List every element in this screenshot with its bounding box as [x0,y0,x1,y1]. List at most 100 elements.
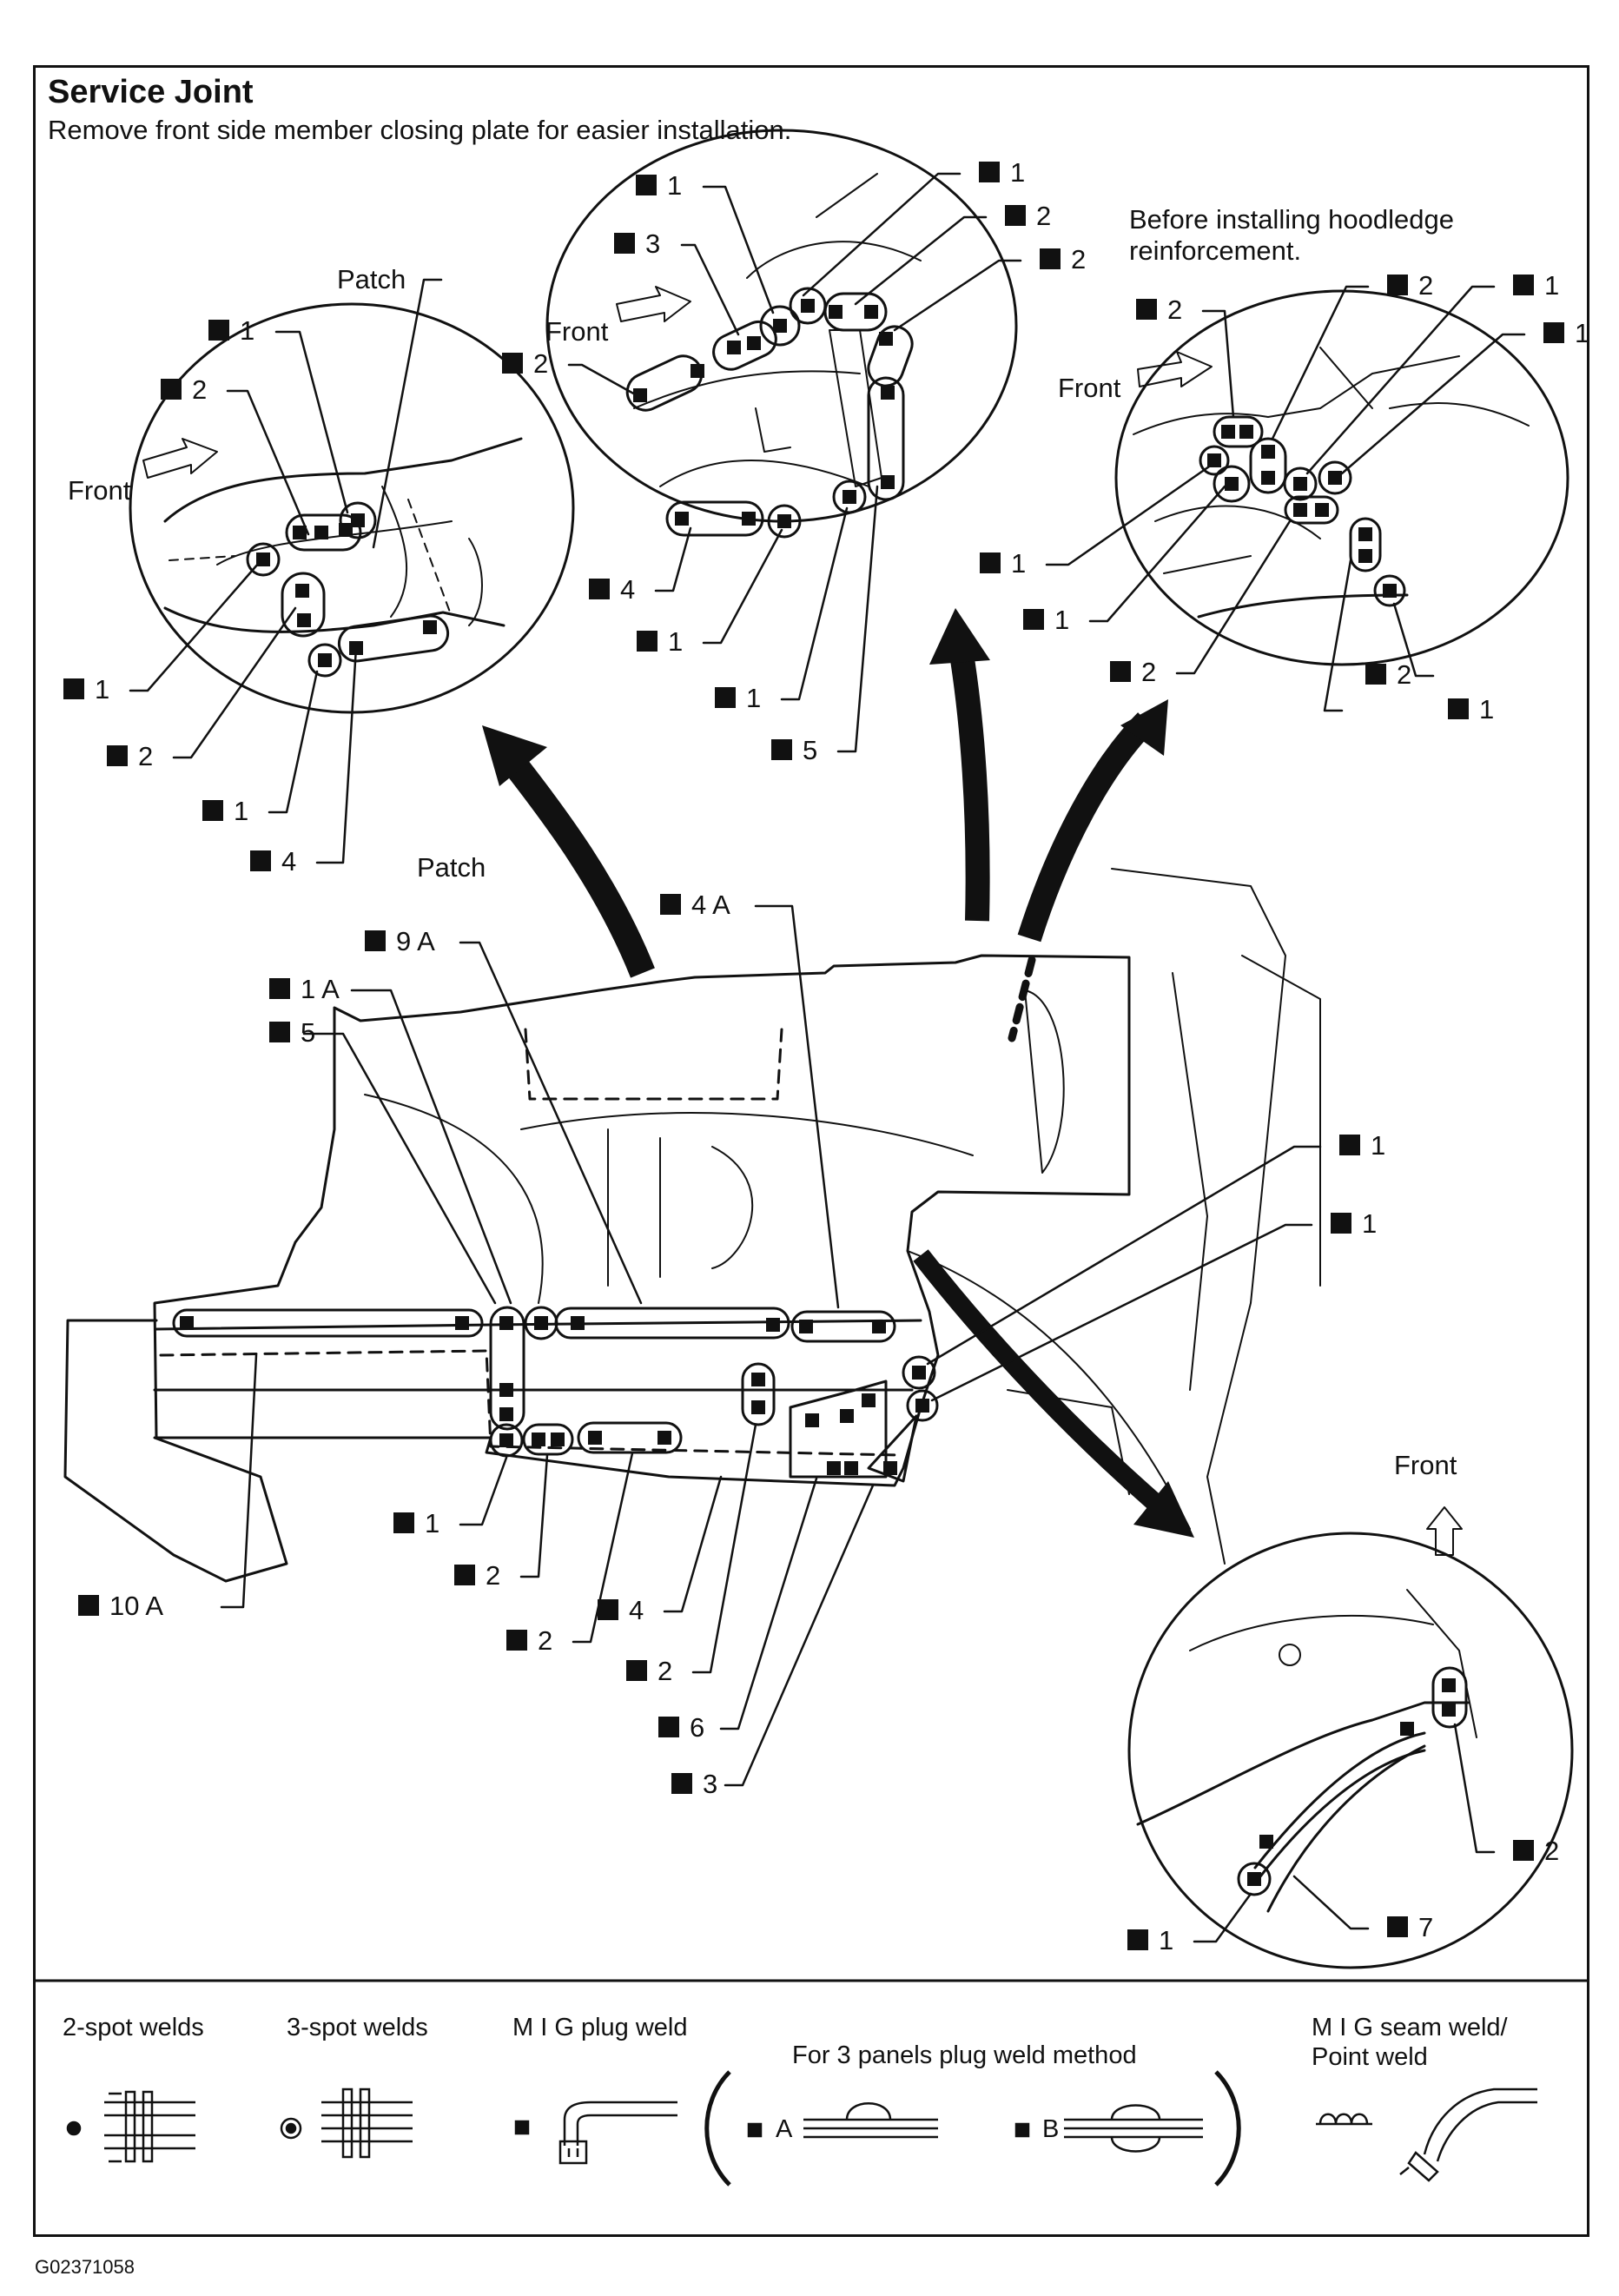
weld-point-icon [499,1383,513,1397]
weld-point-icon [879,332,893,346]
weld-square-icon [1513,275,1534,295]
weld-point-icon [1293,503,1307,517]
weld-point-icon [534,1316,548,1330]
label-front-left: Front [68,475,131,506]
legend-three-panel: For 3 panels plug weld method [792,2041,1137,2069]
weld-point-icon [751,1373,765,1386]
legend-seam-line1: M I G seam weld/ [1312,2014,1508,2041]
mig-plug-torch-icon [558,2101,677,2165]
callout-number: 2 [538,1625,552,1656]
weld-point-icon [1239,425,1253,439]
hoodledge-note-line2: reinforcement. [1129,235,1302,266]
weld-square-icon [63,678,84,699]
figure-id: G02371058 [35,2256,135,2278]
weld-point-icon [1247,1872,1261,1886]
weld-point-icon [339,523,353,537]
weld-square-icon [660,894,681,915]
weld-square-icon [107,745,128,766]
seam-weld-bead-icon [1316,2113,1372,2126]
callout-dl3: 1 [63,674,109,705]
callout-number: 2 [1141,657,1156,687]
callout-number: 1 [746,683,761,713]
callout-dr7: 2 [1110,657,1156,687]
callout-dt1: 1 [636,170,682,201]
callout-dl1: 1 [208,315,254,346]
page-subtitle: Remove front side member closing plate f… [48,115,792,145]
weld-squares [180,299,1456,1886]
callout-m3: 1 A [269,974,340,1004]
callout-number: 2 [1544,1836,1559,1866]
method-b-square-icon [1014,2122,1030,2138]
weld-point-icon [881,475,895,489]
callout-m11: 2 [506,1625,552,1656]
detail-bottom-outline [1127,1532,1574,1969]
callout-number: 1 [668,626,683,657]
callout-m1: 9 A [365,926,435,956]
weld-square-icon [250,850,271,871]
callout-number: 2 [1397,659,1411,690]
weld-point-icon [773,319,787,333]
weld-square-icon [506,1630,527,1651]
callout-number: 1 [667,170,682,201]
weld-point-icon [1207,453,1221,467]
patch-area [524,1028,783,1101]
weld-point-icon [1261,445,1275,459]
label-front-top: Front [545,316,609,347]
paren-right [1214,2070,1241,2187]
callout-number: 4 [629,1595,644,1625]
callout-number: 10 A [109,1591,163,1621]
weld-point-icon [551,1433,565,1446]
weld-point-icon [829,305,843,319]
weld-point-icon [766,1318,780,1332]
label-front-bottom: Front [1394,1450,1457,1480]
legend-two-spot: 2-spot welds [63,2014,204,2041]
weld-square-icon [1127,1929,1148,1950]
method-b-plug-icon [1064,2104,1203,2153]
two-spot-dot-icon [66,2121,82,2136]
callout-dl6: 4 [250,846,296,877]
weld-square-icon [454,1565,475,1585]
weld-point-icon [675,512,689,526]
callout-number: 2 [138,741,153,771]
weld-square-icon [1331,1213,1351,1234]
weld-square-icon [502,353,523,374]
callout-dt10: 5 [771,735,817,765]
legend-seam-line2: Point weld [1312,2043,1428,2071]
weld-point-icon [1442,1678,1456,1692]
callout-number: 1 [95,674,109,705]
weld-square-icon [1023,609,1044,630]
weld-square-icon [626,1660,647,1681]
callout-number: 1 [1544,270,1559,301]
weld-square-icon [614,233,635,254]
callout-number: 1 [1159,1925,1173,1955]
weld-square-icon [1387,1916,1408,1937]
weld-point-icon [915,1399,929,1413]
weld-point-icon [314,526,328,539]
main-weld-groups [172,1306,939,1483]
label-patch-detail: Patch [337,264,406,294]
weld-square-icon [589,579,610,599]
weld-square-icon [365,930,386,951]
callout-dt2: 3 [614,228,660,259]
hoodledge-note-line1: Before installing hoodledge [1129,204,1454,235]
weld-point-icon [844,1461,858,1475]
callout-number: 4 [281,846,296,877]
callout-number: 1 [1011,548,1026,579]
weld-point-icon [751,1400,765,1414]
front-stub [63,1319,288,1583]
weld-square-icon [658,1717,679,1737]
callout-number: 3 [645,228,660,259]
weld-point-icon [1358,549,1372,563]
weld-point-icon [588,1431,602,1445]
callout-dr6: 1 [1023,605,1069,635]
weld-point-icon [633,388,647,402]
callout-m4: 5 [269,1017,315,1048]
callout-number: 3 [703,1769,717,1799]
weld-point-icon [571,1316,585,1330]
legend-symbols [66,2070,1537,2187]
weld-square-icon [715,687,736,708]
weld-point-icon [1442,1703,1456,1717]
detail-left-panel [163,437,523,633]
weld-point-icon [293,526,307,539]
